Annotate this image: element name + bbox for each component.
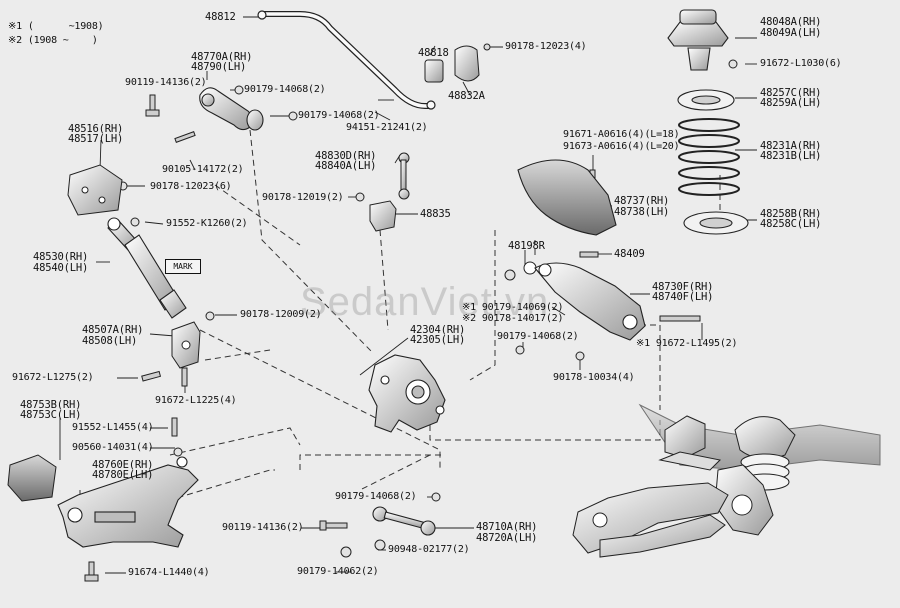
label-48790[interactable]: 48790(LH) xyxy=(191,61,247,73)
label-48830D[interactable]: 48830D(RH) xyxy=(315,150,377,162)
label-90178-12019-2[interactable]: 90178-12019(2) xyxy=(262,192,344,203)
label-90178-12023-6[interactable]: 90178-12023(6) xyxy=(150,181,232,192)
label-48409[interactable]: 48409 xyxy=(614,248,645,260)
label-48738[interactable]: 48738(LH) xyxy=(614,206,670,218)
knuckle xyxy=(368,354,446,433)
label-90948-02177-2[interactable]: 90948-02177(2) xyxy=(388,544,470,555)
label-90179-14062-2[interactable]: 90179-14062(2) xyxy=(297,566,379,577)
label-48048A[interactable]: 48048A(RH) xyxy=(760,16,822,28)
label-48258B[interactable]: 48258B(RH) xyxy=(760,208,822,220)
label-48710A[interactable]: 48710A(RH) xyxy=(476,521,538,533)
label-90178-10034-4[interactable]: 90178-10034(4) xyxy=(553,372,635,383)
label-48760E[interactable]: 48760E(RH) xyxy=(92,459,154,471)
note-1: ※1 ( ~1908) xyxy=(8,21,104,32)
mark-label: MARK xyxy=(165,259,201,274)
label-48753B[interactable]: 48753B(RH) xyxy=(20,399,82,411)
label-90179-14068-2-c[interactable]: 90179-14068(2) xyxy=(497,331,579,342)
label-48198R[interactable]: 48198R xyxy=(508,240,545,252)
label-48517[interactable]: 48517(LH) xyxy=(68,133,124,145)
lateral-rod xyxy=(372,506,436,536)
arm-cover xyxy=(517,159,617,236)
label-94151-21241-2[interactable]: 94151-21241(2) xyxy=(346,122,428,133)
label-48818[interactable]: 48818 xyxy=(418,47,449,59)
label-91672-L1495-2[interactable]: ※1 91672-L1495(2) xyxy=(636,338,738,349)
nuts xyxy=(118,59,738,558)
label-48257C[interactable]: 48257C(RH) xyxy=(760,87,822,99)
shock-absorber xyxy=(107,217,187,319)
label-48740F[interactable]: 48740F(LH) xyxy=(652,291,714,303)
label-48832A[interactable]: 48832A xyxy=(448,90,485,102)
coil-spring xyxy=(678,118,740,196)
upper-control-arm xyxy=(199,87,264,131)
label-42305[interactable]: 42305(LH) xyxy=(410,334,466,346)
label-48753C[interactable]: 48753C(LH) xyxy=(20,409,82,421)
label-42304[interactable]: 42304(RH) xyxy=(410,324,466,336)
label-48231B[interactable]: 48231B(LH) xyxy=(760,150,822,162)
stabilizer-link xyxy=(398,152,410,200)
label-90178-12023-4[interactable]: 90178-12023(4) xyxy=(505,41,587,52)
label-91671-A0616[interactable]: 91671-A0616(4)(L=18) xyxy=(563,129,680,140)
label-48259A[interactable]: 48259A(LH) xyxy=(760,97,822,109)
label-90179-14068-2-d[interactable]: 90179-14068(2) xyxy=(335,491,417,502)
label-48780E[interactable]: 48780E(LH) xyxy=(92,469,154,481)
label-90179-14068-2-b[interactable]: 90179-14068(2) xyxy=(298,110,380,121)
bracket-48516 xyxy=(67,164,123,216)
watermark: SedanViet.vn xyxy=(300,280,550,324)
label-90119-14136-2-b[interactable]: 90119-14136(2) xyxy=(222,522,304,533)
label-90179-14069-2[interactable]: ※1 90179-14069(2) xyxy=(462,302,564,313)
assembly-view xyxy=(572,403,881,558)
stabilizer-bushing xyxy=(424,43,491,83)
label-91552-L1455-4[interactable]: 91552-L1455(4) xyxy=(72,422,154,433)
label-48508[interactable]: 48508(LH) xyxy=(82,335,138,347)
label-48516[interactable]: 48516(RH) xyxy=(68,123,124,135)
lower-arm-bracket xyxy=(7,454,57,502)
note-2: ※2 (1908 ~ ) xyxy=(8,35,98,46)
bolts xyxy=(84,94,701,582)
label-48258C[interactable]: 48258C(LH) xyxy=(760,218,822,230)
label-48840A[interactable]: 48840A(LH) xyxy=(315,160,377,172)
label-90179-14068-2-a[interactable]: 90179-14068(2) xyxy=(244,84,326,95)
lower-suspension-arm xyxy=(57,456,199,548)
label-48730F[interactable]: 48730F(RH) xyxy=(652,281,714,293)
label-91552-K1260-2[interactable]: 91552-K1260(2) xyxy=(166,218,248,229)
label-48540[interactable]: 48540(LH) xyxy=(33,262,89,274)
label-48835[interactable]: 48835 xyxy=(420,208,451,220)
stabilizer-bracket-48835 xyxy=(369,200,397,232)
stabilizer-bar xyxy=(257,10,436,110)
label-90105-14172-2[interactable]: 90105-14172(2) xyxy=(162,164,244,175)
label-90178-12009-2[interactable]: 90178-12009(2) xyxy=(240,309,322,320)
label-90178-14017-2[interactable]: ※2 90178-14017(2) xyxy=(462,313,564,324)
label-48812[interactable]: 48812 xyxy=(205,11,236,23)
label-48770A[interactable]: 48770A(RH) xyxy=(191,51,253,63)
label-48720A[interactable]: 48720A(LH) xyxy=(476,532,538,544)
label-90560-14031-4[interactable]: 90560-14031(4) xyxy=(72,442,154,453)
label-48737[interactable]: 48737(RH) xyxy=(614,195,670,207)
label-90119-14136-2-a[interactable]: 90119-14136(2) xyxy=(125,77,207,88)
label-48231A[interactable]: 48231A(RH) xyxy=(760,140,822,152)
label-91672-L1030-6[interactable]: 91672-L1030(6) xyxy=(760,58,842,69)
label-91674-L1440-4[interactable]: 91674-L1440(4) xyxy=(128,567,210,578)
shock-bracket xyxy=(171,321,201,369)
label-91672-L1275-2[interactable]: 91672-L1275(2) xyxy=(12,372,94,383)
label-48507A[interactable]: 48507A(RH) xyxy=(82,324,144,336)
upper-support xyxy=(667,9,729,71)
spring-insulator-lower xyxy=(683,211,749,235)
lower-arm-48730F xyxy=(534,262,646,341)
label-91672-L1225-4[interactable]: 91672-L1225(4) xyxy=(155,395,237,406)
label-91673-A0616[interactable]: 91673-A0616(4)(L=20) xyxy=(563,141,680,152)
label-48049A[interactable]: 48049A(LH) xyxy=(760,27,822,39)
label-48530[interactable]: 48530(RH) xyxy=(33,251,89,263)
spring-insulator-upper xyxy=(677,89,735,111)
